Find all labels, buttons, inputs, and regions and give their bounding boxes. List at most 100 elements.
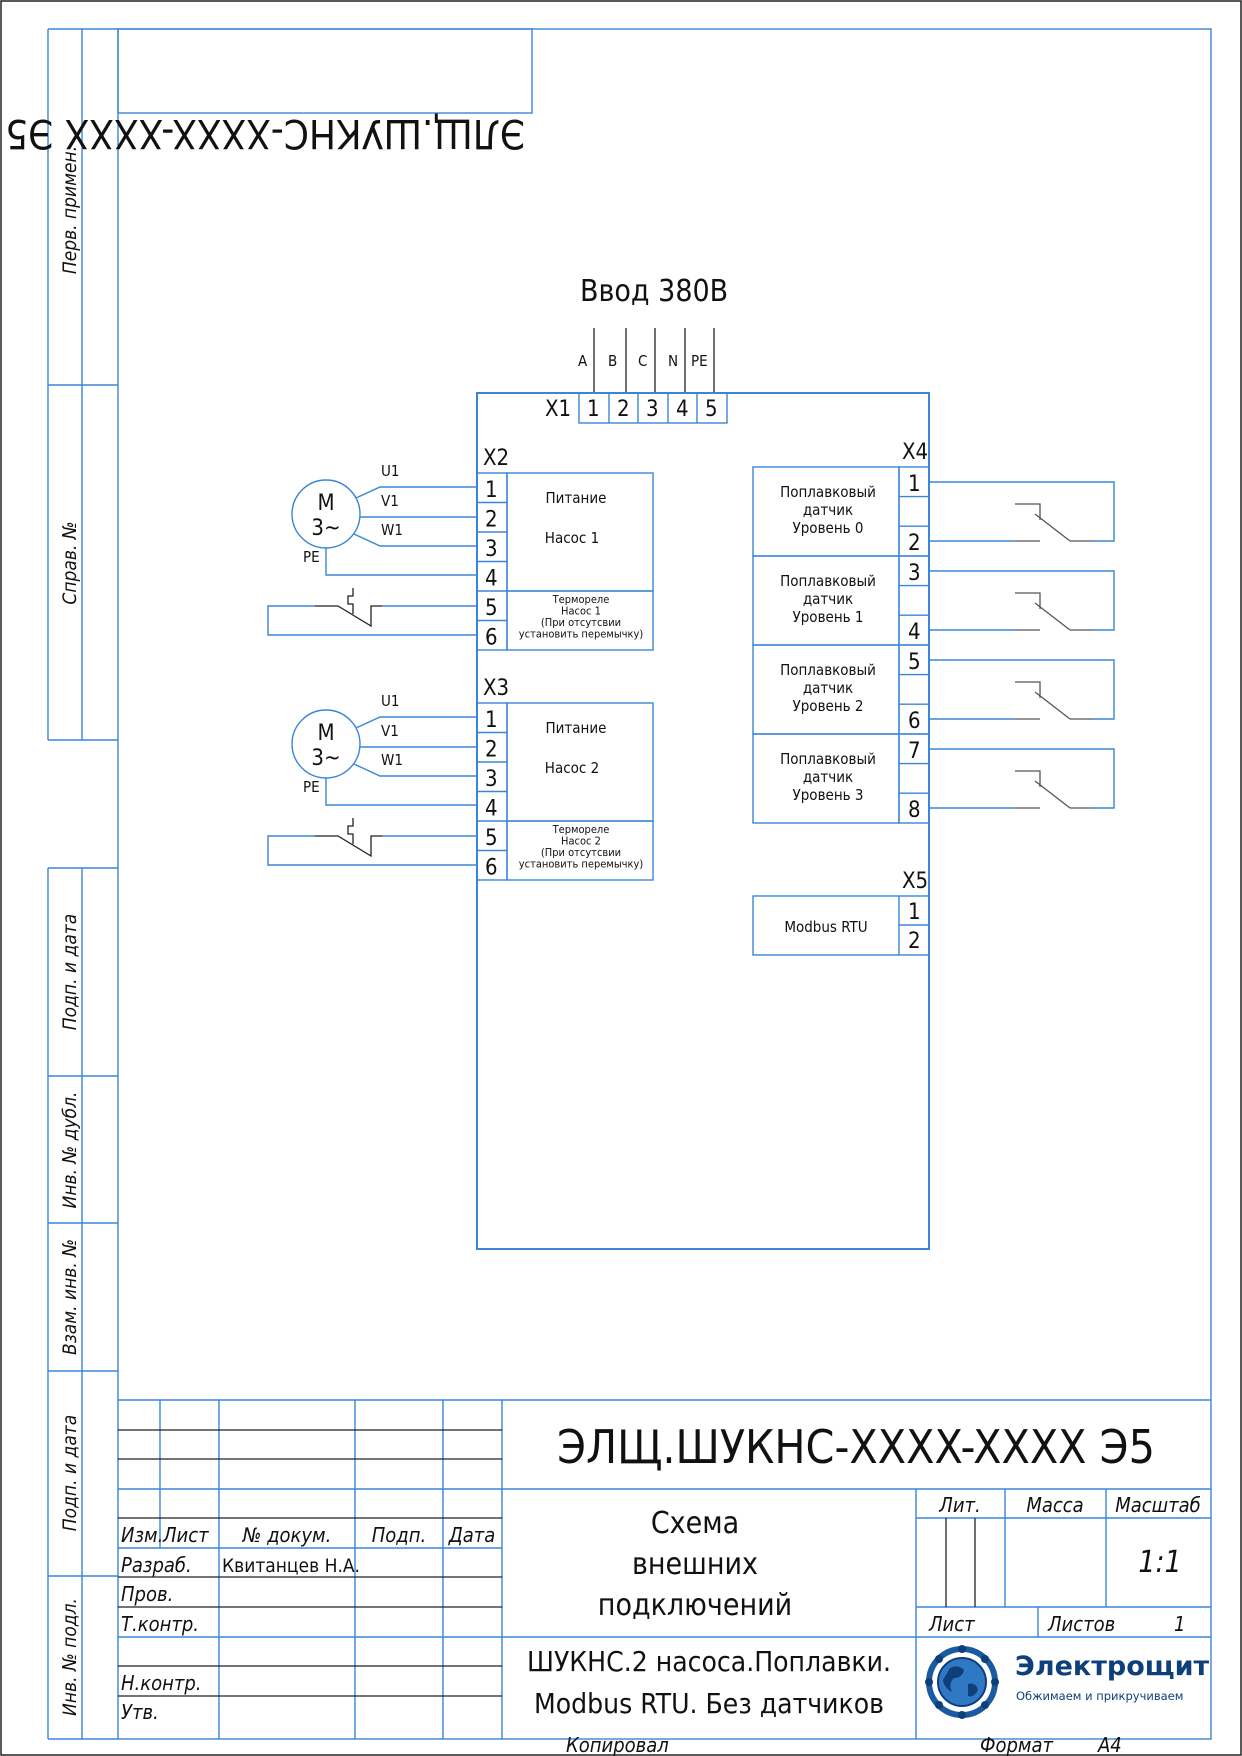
lit-label: Лит. (938, 1493, 980, 1517)
pin-label: 4 (485, 797, 498, 822)
thermo-box (506, 820, 654, 881)
pin-label: 3 (485, 537, 498, 562)
wire-u1 (355, 716, 477, 729)
lead-label: W1 (381, 521, 403, 539)
sensor-label: Поплавковый (780, 572, 876, 590)
motor-symbol: M (317, 721, 334, 746)
pin-label: 1 (908, 900, 921, 925)
pin-label: 4 (485, 567, 498, 592)
pin-label: 2 (485, 508, 498, 533)
side-label: Справ. № (59, 521, 81, 604)
motor-symbol: M (317, 491, 334, 516)
phase-label: PE (691, 352, 708, 370)
sensor-label: Поплавковый (780, 750, 876, 768)
float-switch-icon (1015, 770, 1041, 787)
thermo-label: (При отсутсвии (541, 846, 621, 859)
scheme-title-line: подключений (598, 1588, 792, 1623)
terminal-x1-label: X1 (545, 397, 571, 422)
product-name-line: Modbus RTU. Без датчиков (534, 1687, 884, 1720)
role-label: Н.контр. (121, 1671, 202, 1695)
role-label: Пров. (121, 1582, 173, 1606)
role-label: Утв. (121, 1700, 159, 1724)
pin-label: 1 (587, 397, 600, 422)
float-switch-icon (1034, 602, 1071, 631)
lead-label: V1 (381, 492, 399, 510)
phase-label: A (578, 352, 588, 370)
role-label: Т.контр. (121, 1612, 199, 1636)
header-date: Дата (448, 1523, 496, 1547)
pin-label: 2 (485, 738, 498, 763)
wire-thermo (267, 835, 477, 866)
terminal-x5-label: X5 (902, 869, 928, 894)
lead-label: V1 (381, 722, 399, 740)
side-label: Инв. № дубл. (59, 1092, 81, 1209)
power-label: Питание (546, 489, 607, 507)
side-label: Подп. и дата (59, 914, 81, 1030)
lead-label: U1 (381, 462, 399, 480)
side-stamp: Перв. примен. Справ. № Подп. и дата Инв.… (47, 28, 118, 1740)
pin-label: 4 (908, 620, 921, 645)
pin-label: 1 (485, 478, 498, 503)
wire-w1 (353, 763, 477, 777)
pin-label: 7 (908, 739, 921, 764)
sensor-label: Уровень 0 (793, 519, 864, 537)
lead-label: W1 (381, 751, 403, 769)
sensor-label: Поплавковый (780, 661, 876, 679)
thermo-label: установить перемычку) (519, 628, 644, 641)
side-label: Взам. инв. № (59, 1239, 81, 1355)
sheets-label: Листов (1047, 1612, 1115, 1636)
side-label: Подп. и дата (59, 1415, 81, 1531)
pin-label: 6 (485, 856, 498, 881)
float-switch-icon (1034, 513, 1071, 542)
sensor-label: Уровень 2 (793, 697, 864, 715)
document-designation: ЭЛЩ.ШУКНС-XXXX-XXXX Э5 (557, 1420, 1155, 1474)
scale-label: Масштаб (1115, 1493, 1201, 1517)
wire-w1 (353, 533, 477, 547)
motor-phase: 3~ (311, 746, 340, 771)
format-label: Формат (980, 1733, 1054, 1756)
terminal-strip (898, 733, 930, 824)
float-switch-icon (1015, 503, 1041, 520)
mirrored-code: ЭЛЩ.ШУКНС-XXXX-XXXX Э5 (5, 110, 525, 156)
developer-name: Квитанцев Н.А. (222, 1555, 360, 1577)
header-izm: Изм. (121, 1523, 163, 1547)
thermo-label: Термореле (552, 593, 610, 606)
mirrored-code-box: ЭЛЩ.ШУКНС-XXXX-XXXX Э5 (5, 28, 533, 156)
motor-phase: 3~ (311, 516, 340, 541)
thermo-label: установить перемычку) (519, 858, 644, 871)
pin-label: 5 (908, 650, 921, 675)
wire-u1 (355, 486, 477, 499)
scale-value: 1:1 (1138, 1545, 1181, 1580)
thermo-box (506, 590, 654, 651)
thermal-relay-contact-icon (315, 605, 382, 628)
pin-label: 3 (646, 397, 659, 422)
float-switch-icon (1034, 780, 1071, 809)
input-title: Ввод 380В (580, 274, 728, 309)
pin-label: 5 (485, 596, 498, 621)
pin-label: 5 (705, 397, 718, 422)
sensor-label: Уровень 1 (793, 608, 864, 626)
wire-float (929, 481, 1115, 542)
pin-label: 6 (908, 709, 921, 734)
float-switch-icon (1015, 592, 1041, 609)
wire-float (929, 748, 1115, 809)
power-label: Насос 1 (545, 529, 599, 547)
thermo-label: Термореле (552, 823, 610, 836)
pin-label: 6 (485, 626, 498, 651)
terminal-label: X2 (483, 446, 509, 471)
side-label: Инв. № подл. (59, 1598, 81, 1716)
drawing-frame (117, 28, 1212, 1740)
pin-label: 3 (485, 767, 498, 792)
input-section: Ввод 380В A B C N PE X1 1 2 3 4 5 (545, 274, 728, 424)
logo-tagline: Обжимаем и прикручиваем (1016, 1689, 1183, 1703)
logo-name: Электрощит (1015, 1651, 1210, 1682)
terminal-x4-label: X4 (902, 440, 928, 465)
mass-label: Масса (1026, 1493, 1083, 1517)
